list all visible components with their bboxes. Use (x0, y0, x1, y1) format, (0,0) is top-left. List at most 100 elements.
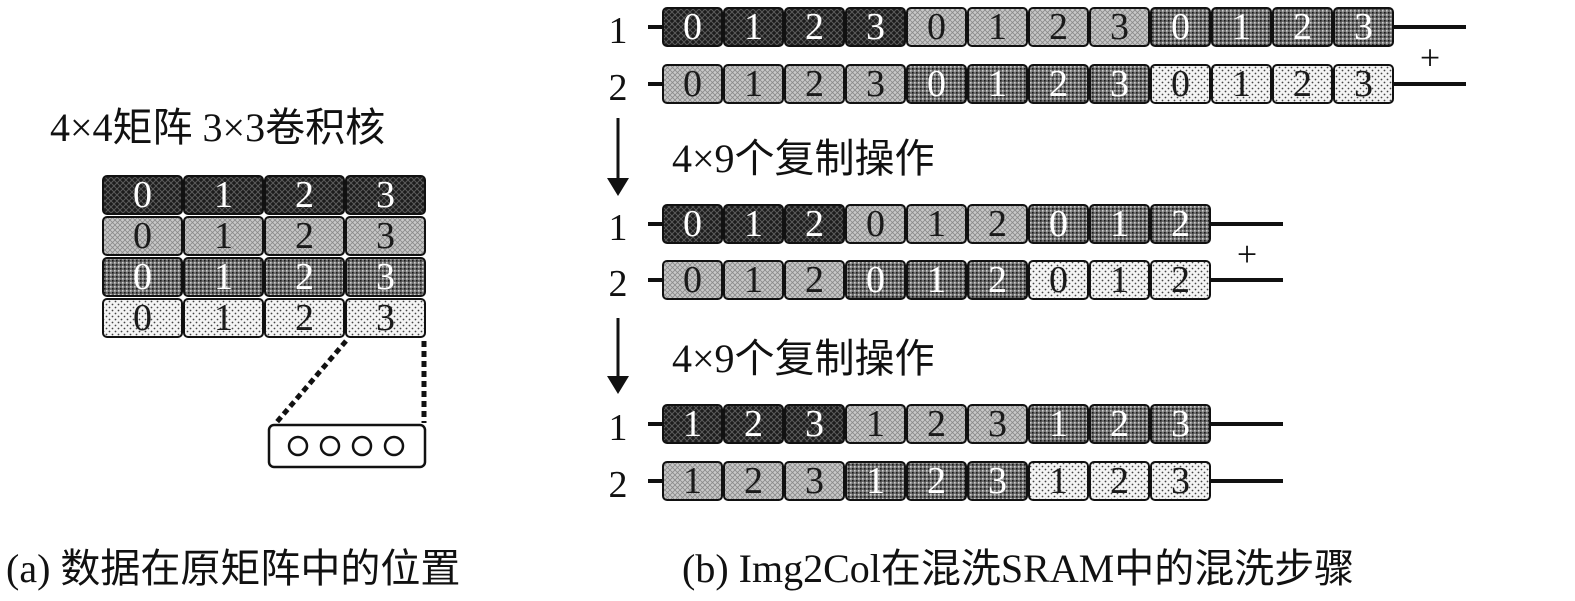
cell-value: 1 (866, 403, 885, 445)
step-2: 4×9个复制操作 (607, 318, 935, 394)
cell-value: 1 (927, 203, 946, 245)
cell-c (1150, 404, 1211, 444)
cell-value: 0 (1171, 63, 1190, 105)
sram-slot-icon (383, 435, 405, 457)
cell-d (1150, 64, 1211, 104)
cell-d (1150, 461, 1211, 501)
cell-value: 1 (1049, 460, 1068, 502)
cell-a (784, 204, 845, 244)
cell-c (1150, 204, 1211, 244)
cell-c (967, 461, 1028, 501)
panel-a-caption: (a) 数据在原矩阵中的位置 (6, 546, 460, 591)
cell-value: 1 (1232, 63, 1251, 105)
sram-slot-icon (351, 435, 373, 457)
cell-value: 1 (214, 174, 233, 216)
cell-b (845, 404, 906, 444)
cell-value: 3 (376, 297, 395, 339)
cell-value: 2 (988, 203, 1007, 245)
cell-value: 2 (1049, 63, 1068, 105)
cell-a (723, 404, 784, 444)
dashed-connector (274, 339, 348, 425)
cell-value: 3 (1354, 6, 1373, 48)
cell-a (183, 175, 264, 215)
cell-value: 2 (805, 63, 824, 105)
cell-a (784, 7, 845, 47)
cell-value: 0 (683, 63, 702, 105)
cell-value: 0 (133, 174, 152, 216)
cell-b (967, 404, 1028, 444)
cell-b (102, 216, 183, 256)
cell-b (345, 216, 426, 256)
cell-b (183, 216, 264, 256)
cell-value: 0 (683, 259, 702, 301)
cell-value: 0 (927, 63, 946, 105)
cell-a (723, 204, 784, 244)
cell-value: 0 (866, 203, 885, 245)
cell-value: 2 (1293, 6, 1312, 48)
cell-value: 2 (1110, 460, 1129, 502)
lane-label: 1 (609, 407, 628, 449)
cell-value: 2 (805, 259, 824, 301)
cell-a (845, 7, 906, 47)
cell-value: 3 (805, 403, 824, 445)
cell-value: 1 (1110, 259, 1129, 301)
cell-b (906, 7, 967, 47)
cell-value: 2 (744, 403, 763, 445)
cell-value: 2 (988, 259, 1007, 301)
cell-value: 2 (1171, 203, 1190, 245)
cell-value: 0 (1049, 259, 1068, 301)
matrix-row: 0 1 2 3 (102, 297, 426, 339)
cell-value: 2 (927, 460, 946, 502)
cell-value: 1 (744, 203, 763, 245)
cell-b (784, 461, 845, 501)
cell-d (1028, 260, 1089, 300)
cell-value: 1 (214, 297, 233, 339)
cell-value: 2 (1171, 259, 1190, 301)
cell-value: 0 (133, 297, 152, 339)
cell-value: 0 (1171, 6, 1190, 48)
cell-value: 3 (866, 6, 885, 48)
cell-b (264, 216, 345, 256)
cell-b (723, 461, 784, 501)
lane-label: 1 (609, 10, 628, 52)
cell-value: 2 (295, 297, 314, 339)
cell-c (845, 260, 906, 300)
cell-value: 3 (376, 174, 395, 216)
cell-value: 0 (683, 203, 702, 245)
cell-value: 2 (744, 460, 763, 502)
cell-value: 3 (1354, 63, 1373, 105)
cell-b (845, 64, 906, 104)
cell-b (784, 260, 845, 300)
cell-value: 1 (1232, 6, 1251, 48)
cell-c (967, 64, 1028, 104)
cell-b (1089, 7, 1150, 47)
cell-value: 3 (988, 460, 1007, 502)
cell-c (1272, 7, 1333, 47)
cell-value: 1 (214, 215, 233, 257)
cell-d (183, 298, 264, 338)
sram-slot-icon (319, 435, 341, 457)
cell-value: 1 (1110, 203, 1129, 245)
plus-icon: + (1420, 38, 1440, 78)
cell-b (662, 64, 723, 104)
sram-slot-icon (287, 435, 309, 457)
cell-c (906, 64, 967, 104)
cell-d (1089, 260, 1150, 300)
cell-d (264, 298, 345, 338)
cell-value: 3 (1171, 403, 1190, 445)
cell-c (345, 257, 426, 297)
cell-value: 2 (805, 6, 824, 48)
cell-c (1150, 7, 1211, 47)
cell-a (102, 175, 183, 215)
lane-label: 2 (609, 464, 628, 506)
lane-label: 2 (609, 263, 628, 305)
